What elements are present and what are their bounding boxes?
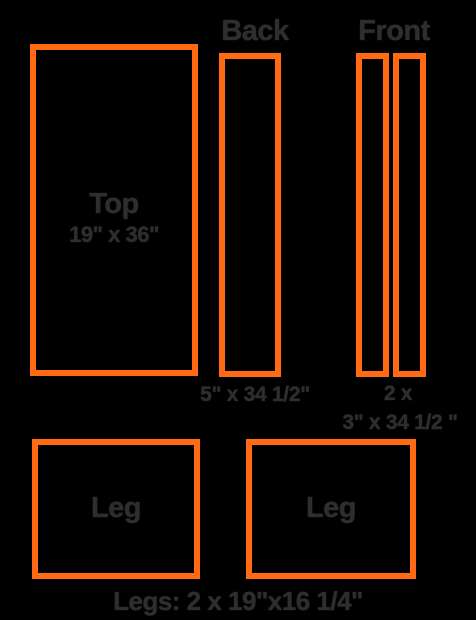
- top-panel-size: 19" x 36": [69, 222, 159, 247]
- leg-right-outline: [246, 439, 416, 579]
- back-panel-outline: [219, 53, 281, 377]
- leg-left-outline: [32, 439, 200, 579]
- front-panel-outline-right: [393, 53, 426, 377]
- front-panel-outline-left: [356, 53, 389, 377]
- front-panel-count: 2 x: [383, 382, 413, 405]
- back-panel-size: 5" x 34 1/2": [200, 383, 310, 406]
- front-panel-header: Front: [358, 15, 430, 47]
- legs-caption: Legs: 2 x 19"x16 1/4": [113, 586, 363, 616]
- leg-right-label: Leg: [305, 492, 357, 524]
- leg-left-label: Leg: [90, 492, 142, 524]
- front-panel-size: 3" x 34 1/2 ": [342, 411, 458, 434]
- top-panel-label: Top: [89, 188, 139, 220]
- top-panel-outline: [30, 44, 198, 376]
- back-panel-header: Back: [221, 15, 289, 47]
